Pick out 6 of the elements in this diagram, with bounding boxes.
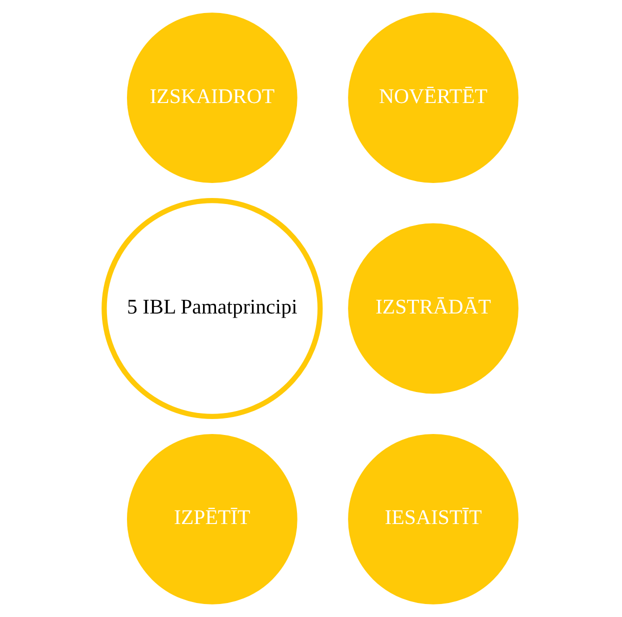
node-circle: IZPĒTĪT — [126, 434, 298, 604]
node-circle: NOVĒRTĒT — [348, 12, 518, 183]
node-circle: IZSTRĀDĀT — [348, 223, 518, 394]
node-circle: IZSKAIDROT — [126, 12, 298, 183]
node-circle: IESAISTĪT — [348, 434, 518, 604]
node-circle: 5 IBL Pamatprincipi — [102, 198, 323, 420]
